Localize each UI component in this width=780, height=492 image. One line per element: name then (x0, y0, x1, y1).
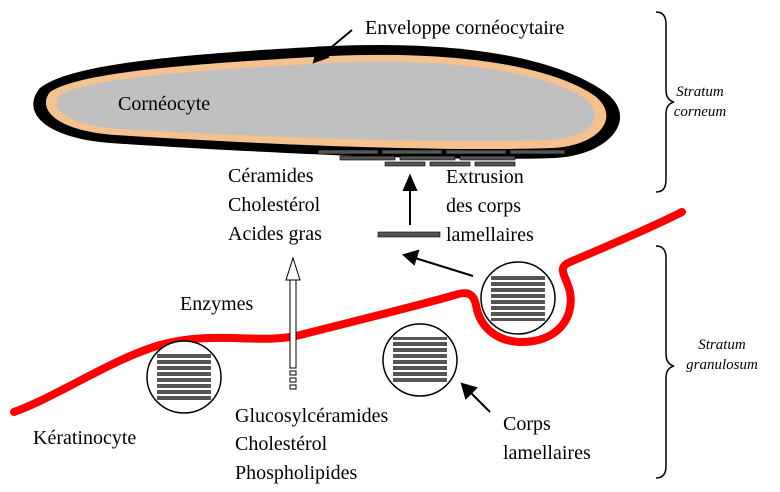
lamella (446, 150, 506, 154)
stratum-granulosum-label-2: granulosum (686, 357, 758, 373)
fusion-arrowhead (404, 251, 418, 264)
stratum-corneum-brace (656, 12, 674, 192)
lamellar-body (147, 341, 221, 413)
enzymes-label: Enzymes (180, 293, 254, 315)
stratum-corneum-label-2: corneum (674, 104, 727, 120)
extrusion-label-3: lamellaires (446, 224, 534, 246)
extrusion-label-2: des corps (446, 195, 521, 217)
lamella (340, 156, 395, 160)
lamella (510, 150, 565, 154)
lamella (460, 156, 515, 160)
stratum-corneum-label-1: Stratum (676, 84, 724, 100)
lipid-top-acides-gras: Acides gras (228, 223, 322, 245)
lamella (400, 156, 455, 160)
extrusion-label-1: Extrusion (446, 166, 524, 188)
lamella (378, 232, 440, 237)
lipid-bottom-glucosylceramides: Glucosylcéramides (235, 405, 388, 427)
lamella (318, 150, 378, 154)
enveloppe-label: Enveloppe cornéocytaire (365, 17, 564, 39)
corneocyte-label: Cornéocyte (118, 93, 210, 115)
corps-arrow (470, 392, 490, 412)
fusion-arrow (415, 258, 473, 276)
enzyme-arrow (286, 258, 300, 389)
corps-label-1: Corps (503, 413, 551, 435)
lamellar-body-fusing (481, 262, 555, 334)
lamella (382, 150, 442, 154)
extrusion-arrowhead (404, 176, 416, 190)
lipid-top-ceramides: Céramides (228, 165, 314, 187)
corps-label-2: lamellaires (503, 442, 591, 464)
lamella (385, 162, 425, 166)
lipid-top-cholesterol: Cholestérol (228, 194, 321, 216)
lipid-bottom-phospholipides: Phospholipides (235, 462, 357, 484)
lipid-bottom-cholesterol: Cholestérol (235, 433, 328, 455)
stratum-granulosum-brace (656, 246, 674, 478)
stratum-granulosum-label-1: Stratum (698, 337, 746, 353)
plasma-membrane (14, 212, 682, 412)
keratinocyte-label: Kératinocyte (33, 427, 136, 449)
lamellar-body (383, 324, 457, 396)
